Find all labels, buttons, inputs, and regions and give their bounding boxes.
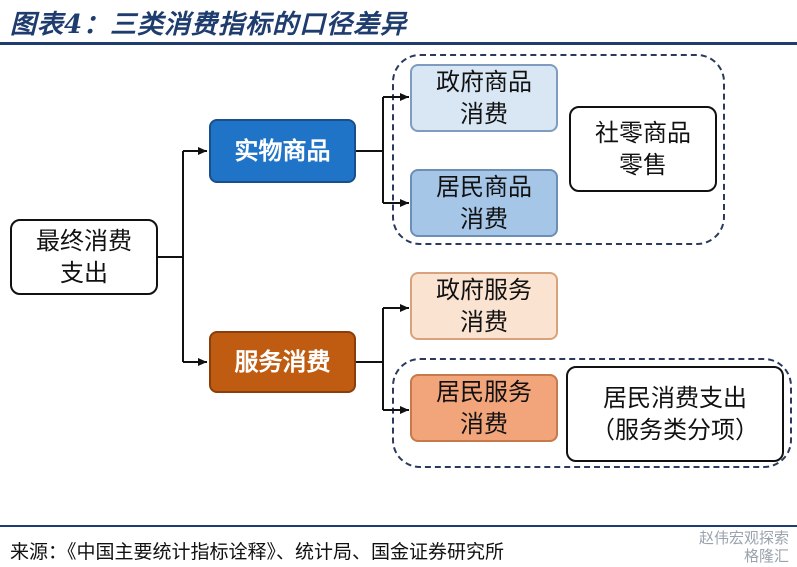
services-dashed-group [392,358,792,468]
figure-title: 图表4：三类消费指标的口径差异 [10,10,408,40]
final-consumption-box: 最终消费 支出 [10,219,158,295]
resident-goods-box: 居民商品 消费 [410,169,558,237]
title-divider [0,42,797,45]
source-note: 来源：《中国主要统计指标诠释》、统计局、国金证券研究所 [10,541,505,563]
physical-goods-box: 实物商品 [209,119,356,183]
watermark: 赵伟宏观探索 格隆汇 [698,529,789,565]
gov-goods-box: 政府商品 消费 [410,64,558,132]
gov-services-box: 政府服务 消费 [410,272,558,340]
goods-dashed-group [392,54,725,245]
footer-divider [0,525,797,527]
services-consumption-box: 服务消费 [209,331,356,393]
retail-sales-box: 社零商品 零售 [569,106,717,192]
resident-services-box: 居民服务 消费 [410,374,558,442]
resident-spending-box: 居民消费支出 （服务类分项） [566,366,784,462]
